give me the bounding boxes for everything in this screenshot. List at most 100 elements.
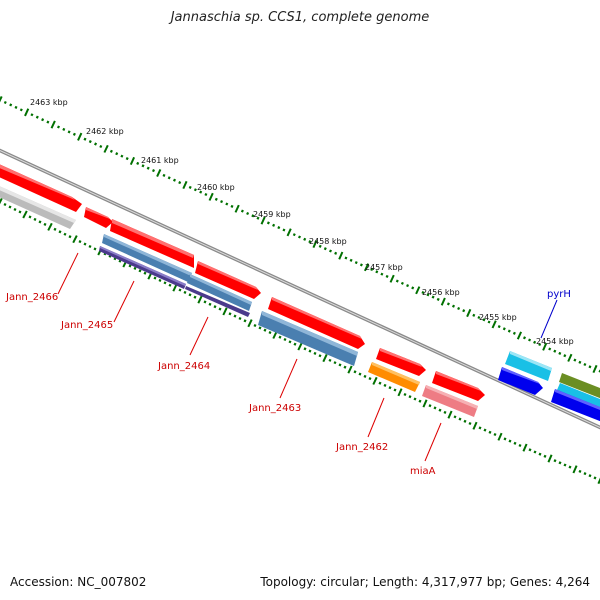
scale-label: 2463 kbp bbox=[30, 98, 68, 107]
minor-tick bbox=[146, 166, 150, 170]
scale-label: 2454 kbp bbox=[536, 337, 574, 346]
gene-feature-red bbox=[110, 219, 194, 268]
minor-tick bbox=[251, 214, 255, 218]
minor-tick bbox=[411, 286, 415, 290]
minor-tick bbox=[538, 452, 542, 456]
minor-tick bbox=[512, 331, 516, 335]
minor-tick bbox=[538, 342, 542, 347]
gene-feature-cyan bbox=[557, 383, 600, 408]
minor-tick bbox=[78, 240, 82, 244]
major-tick bbox=[372, 376, 378, 385]
minor-tick bbox=[508, 439, 512, 443]
gene-feature-pink bbox=[422, 385, 478, 417]
minor-tick bbox=[328, 358, 332, 362]
topology-value: circular bbox=[320, 575, 365, 589]
minor-tick bbox=[400, 281, 404, 285]
minor-tick bbox=[172, 178, 177, 182]
major-tick bbox=[547, 454, 553, 463]
minor-tick bbox=[297, 235, 302, 239]
gene-feature-cyan bbox=[505, 351, 552, 381]
major-tick bbox=[466, 308, 472, 318]
major-tick bbox=[208, 192, 214, 201]
scale-label: 2458 kbp bbox=[309, 237, 347, 246]
major-tick bbox=[472, 421, 478, 430]
major-tick bbox=[415, 286, 421, 295]
minor-tick bbox=[58, 230, 62, 234]
minor-tick bbox=[483, 428, 487, 432]
minor-tick bbox=[318, 354, 322, 358]
minor-tick bbox=[88, 244, 92, 249]
gene-feature-steelblue bbox=[102, 234, 192, 282]
minor-tick bbox=[368, 377, 372, 381]
minor-tick bbox=[120, 154, 124, 158]
major-tick bbox=[182, 180, 188, 190]
minor-tick bbox=[380, 272, 384, 276]
minor-tick bbox=[553, 349, 557, 353]
minor-tick bbox=[30, 113, 34, 117]
minor-tick bbox=[9, 103, 13, 107]
minor-tick bbox=[413, 397, 417, 401]
major-tick bbox=[363, 263, 370, 272]
minor-tick bbox=[208, 302, 212, 306]
minor-tick bbox=[178, 288, 182, 292]
minor-tick bbox=[143, 271, 147, 275]
major-tick bbox=[72, 235, 78, 244]
genome-backbone bbox=[0, 148, 600, 430]
minor-tick bbox=[528, 448, 532, 452]
major-tick bbox=[522, 443, 528, 452]
minor-tick bbox=[558, 351, 562, 355]
minor-tick bbox=[477, 315, 481, 320]
minor-tick bbox=[230, 204, 234, 208]
major-tick bbox=[567, 353, 573, 362]
minor-tick bbox=[418, 399, 422, 403]
minor-tick bbox=[482, 318, 486, 322]
minor-tick bbox=[240, 209, 244, 213]
minor-tick bbox=[553, 459, 557, 463]
minor-tick bbox=[13, 207, 17, 212]
major-tick bbox=[597, 477, 600, 485]
minor-tick bbox=[383, 383, 387, 387]
minor-tick bbox=[278, 335, 282, 339]
length-value: 4,317,977 bp bbox=[421, 575, 502, 589]
genome-stats: Topology: circular; Length: 4,317,977 bp… bbox=[260, 575, 590, 589]
major-tick bbox=[497, 432, 503, 441]
minor-tick bbox=[328, 249, 333, 253]
minor-tick bbox=[548, 347, 552, 351]
minor-tick bbox=[378, 381, 382, 385]
scale-label: 2455 kbp bbox=[479, 313, 517, 322]
minor-tick bbox=[93, 247, 97, 251]
gene-feature-red bbox=[268, 297, 365, 349]
minor-tick bbox=[233, 314, 237, 318]
minor-tick bbox=[303, 347, 307, 351]
minor-tick bbox=[63, 232, 67, 236]
minor-tick bbox=[457, 306, 461, 311]
gene-feature-gray bbox=[0, 186, 76, 229]
minor-tick bbox=[292, 233, 296, 237]
minor-tick bbox=[502, 327, 506, 331]
minor-tick bbox=[28, 215, 32, 219]
major-tick bbox=[103, 144, 109, 153]
minor-tick bbox=[138, 269, 142, 273]
minor-tick bbox=[363, 374, 367, 378]
minor-tick bbox=[35, 115, 39, 119]
minor-tick bbox=[543, 454, 547, 458]
minor-tick bbox=[183, 290, 187, 294]
accession-value: NC_007802 bbox=[77, 575, 147, 589]
scale-label: 2461 kbp bbox=[141, 156, 179, 165]
major-tick bbox=[47, 222, 53, 231]
gene-feature-blue bbox=[498, 367, 543, 395]
gene-feature-blue bbox=[551, 389, 600, 422]
major-tick bbox=[24, 108, 30, 117]
minor-tick bbox=[3, 100, 7, 105]
minor-tick bbox=[213, 305, 217, 309]
accession-label: Accession: bbox=[10, 575, 74, 589]
scale-label: 2460 kbp bbox=[197, 183, 235, 192]
minor-tick bbox=[163, 281, 167, 285]
major-tick bbox=[22, 210, 28, 219]
minor-tick bbox=[358, 372, 362, 376]
minor-tick bbox=[453, 415, 457, 419]
major-tick bbox=[592, 364, 598, 374]
minor-tick bbox=[288, 340, 292, 344]
minor-tick bbox=[199, 190, 203, 194]
minor-tick bbox=[67, 130, 71, 134]
